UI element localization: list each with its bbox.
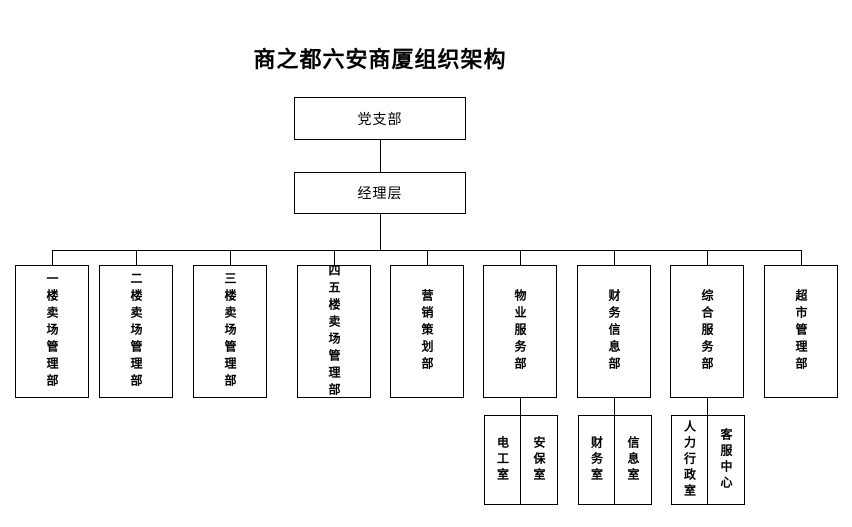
node-label: 经理层 [357, 186, 403, 202]
node-property-service[interactable]: 物业服务部 [483, 265, 557, 398]
connector-finance-to-subunits [614, 398, 615, 415]
node-party-branch[interactable]: 党支部 [294, 97, 466, 140]
drop-property-service [520, 250, 521, 265]
node-label: 物业服务部 [513, 289, 527, 374]
node-hr-admin-room[interactable]: 人力行政室 [672, 416, 708, 504]
page-title: 商之都六安商厦组织架构 [253, 47, 507, 73]
node-label: 人力行政室 [682, 420, 697, 500]
node-electrician-room[interactable]: 电工室 [485, 416, 521, 504]
drop-floor2-sales [136, 250, 137, 265]
node-label: 二楼卖场管理部 [129, 272, 143, 391]
node-label: 财务室 [589, 436, 604, 484]
drop-floor1-sales [52, 250, 53, 265]
node-label: 综合服务部 [700, 289, 714, 374]
node-supermarket[interactable]: 超市管理部 [764, 265, 838, 398]
node-label: 安保室 [532, 436, 546, 484]
node-label: 超市管理部 [794, 289, 808, 374]
node-label: 四五楼卖场管理部 [327, 263, 341, 400]
node-floor2-sales[interactable]: 二楼卖场管理部 [99, 265, 173, 398]
node-floor3-sales[interactable]: 三楼卖场管理部 [193, 265, 267, 398]
node-info-room[interactable]: 信息室 [615, 416, 651, 504]
drop-supermarket [801, 250, 802, 265]
node-general-service[interactable]: 综合服务部 [670, 265, 744, 398]
subunit-group-general-service: 人力行政室 客服中心 [671, 415, 745, 505]
node-floor1-sales[interactable]: 一楼卖场管理部 [15, 265, 89, 398]
node-label: 电工室 [495, 436, 510, 484]
connector-management-to-bus [380, 214, 381, 250]
node-label: 财务信息部 [607, 289, 621, 374]
drop-floor45-sales [334, 250, 335, 265]
node-label: 客服中心 [719, 428, 733, 492]
connector-property-to-subunits [520, 398, 521, 415]
node-management[interactable]: 经理层 [294, 172, 466, 214]
node-customer-center[interactable]: 客服中心 [708, 416, 744, 504]
node-floor45-sales[interactable]: 四五楼卖场管理部 [297, 263, 371, 400]
node-label: 党支部 [357, 111, 403, 128]
connector-party-to-management [380, 140, 381, 172]
drop-floor3-sales [230, 250, 231, 265]
drop-finance-info [614, 250, 615, 265]
node-security-room[interactable]: 安保室 [521, 416, 557, 504]
drop-marketing [427, 250, 428, 265]
subunit-group-property-service: 电工室 安保室 [484, 415, 558, 505]
node-marketing[interactable]: 营销策划部 [390, 265, 464, 398]
drop-general-service [707, 250, 708, 265]
node-finance-room[interactable]: 财务室 [579, 416, 615, 504]
node-finance-info[interactable]: 财务信息部 [577, 265, 651, 398]
node-label: 营销策划部 [420, 289, 434, 374]
node-label: 信息室 [626, 436, 640, 484]
subunit-group-finance-info: 财务室 信息室 [578, 415, 652, 505]
node-label: 一楼卖场管理部 [45, 272, 59, 391]
node-label: 三楼卖场管理部 [223, 272, 237, 391]
connector-general-to-subunits [707, 398, 708, 415]
